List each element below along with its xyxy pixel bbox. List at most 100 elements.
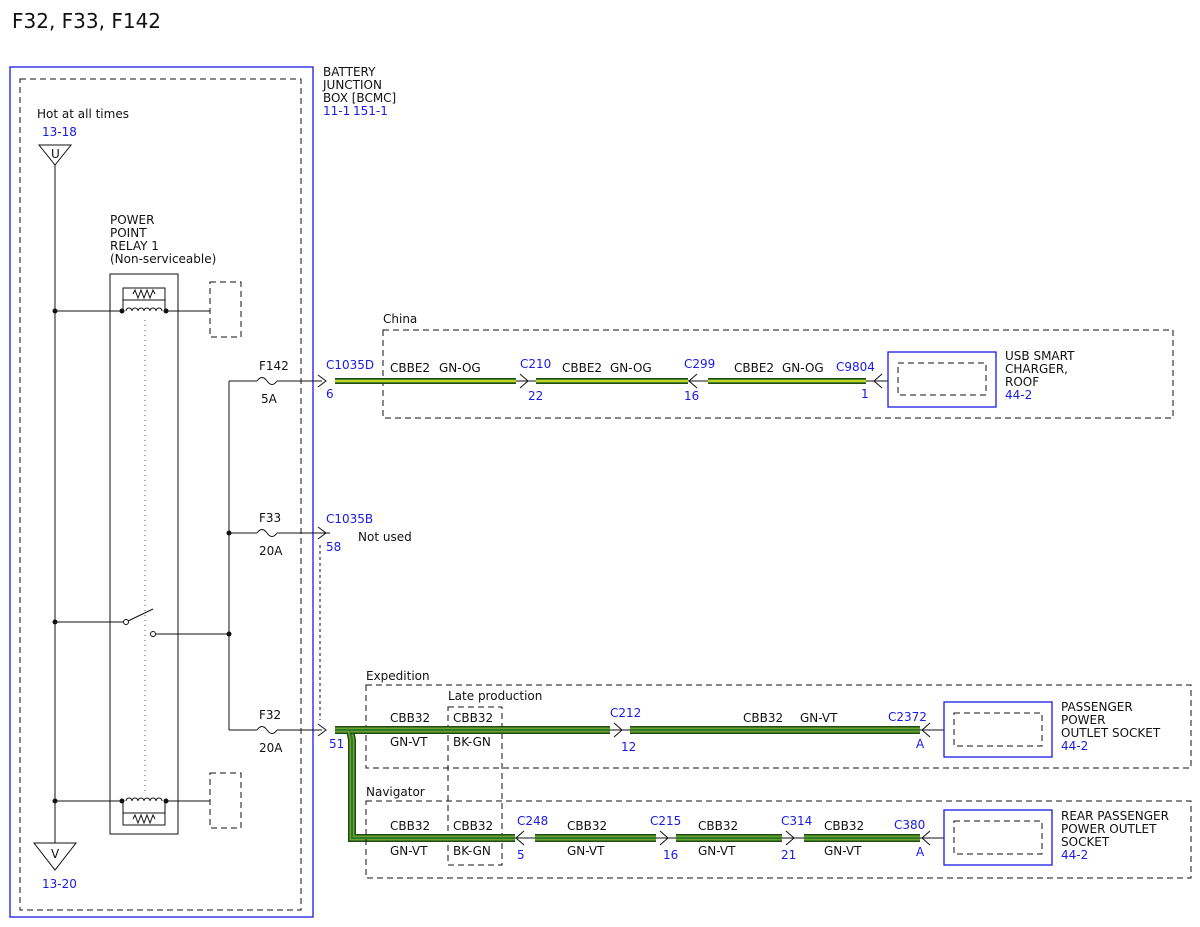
top-feed-triangle-icon (37, 144, 73, 166)
c380-name[interactable]: C380 (894, 818, 925, 832)
c299-pin[interactable]: 16 (684, 389, 699, 403)
f32-main-wire (335, 726, 920, 842)
navigator-seg2-circuit: CBB32 (567, 819, 607, 833)
battery-junction-box-outline (9, 66, 314, 918)
usb-charger-label-line1: USB SMART (1005, 349, 1075, 363)
fuse-f142-name: F142 (259, 359, 289, 373)
navigator-late-circuit: CBB32 (453, 819, 493, 833)
china-option-box (382, 329, 1174, 419)
passenger-outlet-label-line1: PASSENGER (1061, 700, 1133, 714)
fuse-f142-rating: 5A (261, 392, 278, 406)
c1035-pin-51[interactable]: 51 (329, 737, 344, 751)
not-used-label: Not used (358, 530, 412, 544)
fuse-f142-icon (229, 377, 322, 385)
relay-switch-contact-icon (52, 608, 232, 637)
passenger-outlet-label-line3: OUTLET SOCKET (1061, 726, 1161, 740)
navigator-seg3-circuit: CBB32 (698, 819, 738, 833)
expedition-seg2-color: GN-VT (800, 711, 838, 725)
china-seg2-color: GN-OG (610, 361, 652, 375)
bjb-label-line2: JUNCTION (322, 78, 382, 92)
usb-charger-ref[interactable]: 44-2 (1005, 388, 1032, 402)
rear-outlet-internal (953, 820, 1043, 855)
c380-pin[interactable]: A (916, 845, 925, 859)
navigator-seg3-color: GN-VT (698, 844, 736, 858)
c314-name[interactable]: C314 (781, 814, 812, 828)
relay-label-line2: POINT (110, 226, 147, 240)
rear-outlet-label-line2: POWER OUTLET (1061, 822, 1157, 836)
expedition-seg1-circuit: CBB32 (390, 711, 430, 725)
c2372-pin[interactable]: A (916, 737, 925, 751)
top-feed-ref[interactable]: 13-18 (42, 125, 77, 139)
navigator-seg4-color: GN-VT (824, 844, 862, 858)
expedition-late-circuit: CBB32 (453, 711, 493, 725)
bjb-ref-2[interactable]: 151-1 (353, 104, 388, 118)
c212-pin[interactable]: 12 (621, 740, 636, 754)
expedition-late-color: BK-GN (453, 735, 491, 749)
c299-name[interactable]: C299 (684, 357, 715, 371)
fuse-f32-icon (229, 726, 322, 734)
passenger-outlet-ref[interactable]: 44-2 (1061, 739, 1088, 753)
rear-outlet-label-line1: REAR PASSENGER (1061, 809, 1169, 823)
usb-charger-internal (897, 362, 987, 396)
c210-name[interactable]: C210 (520, 357, 551, 371)
c1035d-name[interactable]: C1035D (326, 358, 374, 372)
rear-outlet-label-line3: SOCKET (1061, 835, 1110, 849)
expedition-label: Expedition (366, 669, 430, 683)
bjb-internal-boundary (19, 78, 302, 911)
rear-outlet-device-box (943, 809, 1053, 866)
c1035d-pin[interactable]: 6 (326, 387, 334, 401)
relay-coil-bottom-icon (52, 772, 242, 829)
fuse-f33-icon (229, 529, 330, 537)
fuse-f32-name: F32 (259, 708, 281, 722)
c248-pin[interactable]: 5 (517, 848, 525, 862)
navigator-seg1-color: GN-VT (390, 844, 428, 858)
bottom-feed-letter: V (51, 847, 60, 861)
c210-pin[interactable]: 22 (528, 389, 543, 403)
usb-charger-label-line2: CHARGER, (1005, 362, 1068, 376)
c1035-pin51-connector-icon (317, 723, 327, 737)
relay-label-line1: POWER (110, 213, 154, 227)
china-seg1-color: GN-OG (439, 361, 481, 375)
bottom-ground-triangle-icon (32, 842, 78, 871)
navigator-seg4-circuit: CBB32 (824, 819, 864, 833)
c215-name[interactable]: C215 (650, 814, 681, 828)
expedition-seg2-circuit: CBB32 (743, 711, 783, 725)
navigator-seg1-circuit: CBB32 (390, 819, 430, 833)
china-seg2-circuit: CBBE2 (562, 361, 602, 375)
bjb-ref-1[interactable]: 11-1 (323, 104, 350, 118)
c1035b-pin[interactable]: 58 (326, 540, 341, 554)
china-seg1-circuit: CBBE2 (390, 361, 430, 375)
bottom-feed-ref[interactable]: 13-20 (42, 877, 77, 891)
navigator-late-color: BK-GN (453, 844, 491, 858)
navigator-label: Navigator (366, 785, 425, 799)
navigator-option-box (365, 800, 1192, 879)
china-seg3-circuit: CBBE2 (734, 361, 774, 375)
c1035b-name[interactable]: C1035B (326, 512, 373, 526)
passenger-outlet-device-box (943, 701, 1053, 758)
china-label: China (383, 312, 417, 326)
usb-charger-device-box (887, 351, 997, 408)
c9804-name[interactable]: C9804 (836, 360, 875, 374)
c1035b-connector-icon (317, 526, 327, 540)
top-feed-letter: U (51, 147, 60, 161)
c1035d-connector-icon (317, 374, 327, 388)
rear-outlet-ref[interactable]: 44-2 (1061, 848, 1088, 862)
c9804-pin[interactable]: 1 (861, 387, 869, 401)
late-production-box (447, 706, 503, 866)
bjb-label-line3: BOX [BCMC] (323, 91, 396, 105)
c314-pin[interactable]: 21 (781, 848, 796, 862)
relay-label-line3: RELAY 1 (110, 239, 159, 253)
late-production-label: Late production (448, 689, 542, 703)
c215-pin[interactable]: 16 (663, 848, 678, 862)
fuse-f32-rating: 20A (259, 741, 283, 755)
passenger-outlet-internal (953, 712, 1043, 747)
c248-name[interactable]: C248 (517, 814, 548, 828)
expedition-seg1-color: GN-VT (390, 735, 428, 749)
c212-name[interactable]: C212 (610, 706, 641, 720)
relay-coil-top-icon (52, 281, 242, 338)
relay-body (109, 273, 179, 835)
c2372-name[interactable]: C2372 (888, 710, 927, 724)
china-seg3-color: GN-OG (782, 361, 824, 375)
fuse-f33-rating: 20A (259, 544, 283, 558)
